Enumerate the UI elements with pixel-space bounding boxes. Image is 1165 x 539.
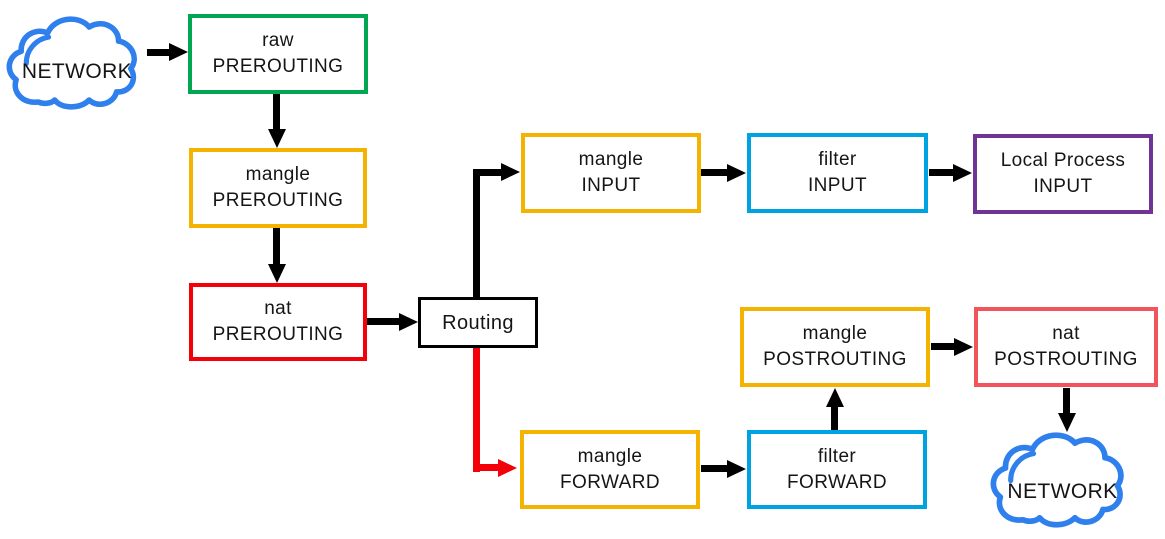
node-label-line1: mangle xyxy=(577,445,643,467)
node-label-line2: FORWARD xyxy=(560,471,660,493)
arrow-filterforward-to-manglepostrouting-head xyxy=(826,388,844,407)
arrow-routing-to-mangleinput-horizontal xyxy=(473,169,503,176)
arrow-filterforward-to-manglepostrouting-shaft xyxy=(831,407,838,430)
node-label-line1: filter xyxy=(817,445,857,467)
node-routing: Routing xyxy=(418,297,538,348)
arrow-routing-to-mangleforward-vertical xyxy=(473,348,480,472)
node-nat-prerouting: nat PREROUTING xyxy=(189,283,367,361)
node-label-line2: POSTROUTING xyxy=(994,349,1138,370)
arrow-mangleprerouting-to-natprerouting-head xyxy=(268,264,286,283)
node-label: Routing xyxy=(442,311,514,334)
arrow-network-to-raw-head xyxy=(169,43,188,61)
node-mangle-prerouting: mangle PREROUTING xyxy=(189,148,367,228)
arrow-mangleforward-to-filterforward-shaft xyxy=(701,465,729,472)
node-label-line2: INPUT xyxy=(1033,176,1093,197)
node-mangle-postrouting: mangle POSTROUTING xyxy=(740,307,930,387)
arrow-mangleforward-to-filterforward-head xyxy=(727,460,746,478)
node-label-line1: nat xyxy=(264,298,292,319)
arrow-manglepostrouting-to-natpostrouting-shaft xyxy=(931,343,956,350)
arrow-natpostrouting-to-network-shaft xyxy=(1063,388,1070,415)
arrow-natpostrouting-to-network-head xyxy=(1058,413,1076,432)
arrow-routing-to-mangleinput-vertical xyxy=(473,169,480,297)
node-label-line1: mangle xyxy=(578,149,644,170)
node-label-line1: raw xyxy=(262,30,294,51)
arrow-routing-to-mangleforward-head xyxy=(498,459,517,477)
arrow-routing-to-mangleforward-horizontal xyxy=(473,464,500,471)
cloud-icon xyxy=(6,16,137,110)
arrow-mangleprerouting-to-natprerouting-shaft xyxy=(273,228,280,266)
node-label-line1: Local Process xyxy=(1000,150,1126,171)
node-label-line2: PREROUTING xyxy=(212,56,344,77)
arrow-network-to-raw-shaft xyxy=(147,49,171,56)
cloud-highlight-arc xyxy=(23,34,52,67)
arrow-raw-to-mangleprerouting-shaft xyxy=(273,94,280,131)
arrow-natprerouting-to-routing-shaft xyxy=(367,318,401,325)
network-in-label: NETWORK xyxy=(21,60,133,83)
node-filter-input: filter INPUT xyxy=(747,133,928,213)
node-filter-forward: filter FORWARD xyxy=(747,430,927,509)
node-nat-postrouting: nat POSTROUTING xyxy=(974,307,1158,387)
node-label-line2: PREROUTING xyxy=(212,324,344,345)
node-label-line2: POSTROUTING xyxy=(763,349,907,370)
network-out-label: NETWORK xyxy=(1007,480,1118,503)
node-mangle-forward: mangle FORWARD xyxy=(520,430,700,509)
node-label-line2: FORWARD xyxy=(787,471,887,493)
arrow-manglepostrouting-to-natpostrouting-head xyxy=(954,338,973,356)
arrow-routing-to-mangleinput-head xyxy=(501,163,520,181)
network-cloud-in: NETWORK xyxy=(6,8,148,120)
node-local-process-input: Local Process INPUT xyxy=(973,134,1153,214)
arrow-raw-to-mangleprerouting-head xyxy=(268,129,286,148)
arrow-mangleinput-to-filterinput-shaft xyxy=(701,169,729,176)
network-cloud-out: NETWORK xyxy=(990,426,1135,536)
node-mangle-input: mangle INPUT xyxy=(521,133,701,213)
node-label-line1: nat xyxy=(1052,323,1080,344)
arrow-filterinput-to-localprocess-head xyxy=(953,164,972,182)
arrow-mangleinput-to-filterinput-head xyxy=(727,164,746,182)
node-label-line2: PREROUTING xyxy=(212,190,344,211)
node-label-line1: mangle xyxy=(245,164,311,185)
node-label-line1: filter xyxy=(818,149,857,170)
node-label-line2: INPUT xyxy=(808,175,867,196)
node-raw-prerouting: raw PREROUTING xyxy=(188,14,368,94)
arrow-natprerouting-to-routing-head xyxy=(399,313,418,331)
arrow-filterinput-to-localprocess-shaft xyxy=(929,169,955,176)
cloud-highlight-arc xyxy=(1008,450,1037,484)
node-label-line2: INPUT xyxy=(581,175,641,196)
cloud-icon xyxy=(990,432,1124,528)
node-label-line1: mangle xyxy=(802,323,868,344)
